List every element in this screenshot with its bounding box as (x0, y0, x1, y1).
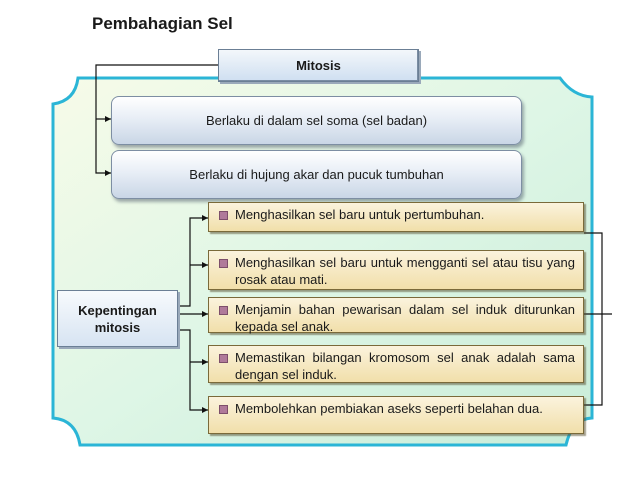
arrow-item-2 (202, 262, 208, 268)
importance-item-text: Menghasilkan sel baru untuk mengganti se… (235, 255, 575, 287)
arrow-item-3 (202, 311, 208, 317)
importance-item: Menghasilkan sel baru untuk mengganti se… (208, 250, 584, 290)
importance-item: Menghasilkan sel baru untuk pertumbuhan. (208, 202, 584, 232)
location-box-root-shoot: Berlaku di hujung akar dan pucuk tumbuha… (111, 150, 522, 199)
importance-label-box: Kepentingan mitosis (57, 290, 178, 347)
connector-kepentingan-bottom (178, 329, 208, 411)
importance-item: Memastikan bilangan kromosom sel anak ad… (208, 345, 584, 383)
page-title: Pembahagian Sel (92, 14, 233, 33)
importance-item: Membolehkan pembiakan aseks seperti bela… (208, 396, 584, 434)
arrow-location-1 (105, 116, 111, 122)
importance-label-line1: Kepentingan (78, 302, 157, 318)
importance-item-text: Menjamin bahan pewarisan dalam sel induk… (235, 302, 575, 334)
mitosis-box: Mitosis (218, 49, 419, 82)
square-bullet-icon (219, 259, 228, 268)
square-bullet-icon (219, 354, 228, 363)
importance-item-text: Memastikan bilangan kromosom sel anak ad… (235, 350, 575, 382)
right-bracket-line (584, 232, 603, 406)
square-bullet-icon (219, 306, 228, 315)
connector-kepentingan-top (178, 217, 208, 307)
square-bullet-icon (219, 211, 228, 220)
importance-item: Menjamin bahan pewarisan dalam sel induk… (208, 297, 584, 334)
arrow-location-2 (105, 170, 111, 176)
arrow-item-1 (202, 215, 208, 221)
importance-label-line2: mitosis (94, 319, 141, 335)
square-bullet-icon (219, 405, 228, 414)
importance-item-text: Menghasilkan sel baru untuk pertumbuhan. (235, 207, 485, 222)
location-box-soma: Berlaku di dalam sel soma (sel badan) (111, 96, 522, 145)
importance-item-text: Membolehkan pembiakan aseks seperti bela… (235, 401, 543, 416)
arrow-item-4 (202, 359, 208, 365)
arrow-item-5 (202, 407, 208, 413)
